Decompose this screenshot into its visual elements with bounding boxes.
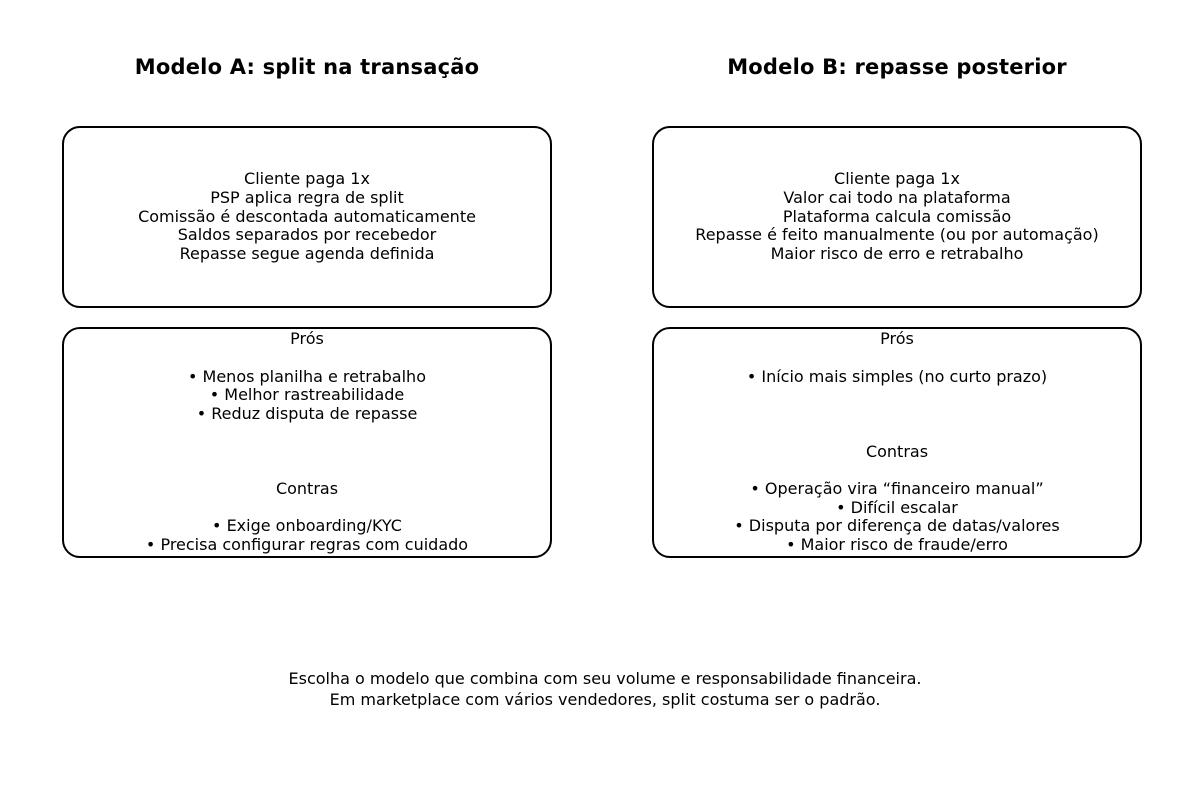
model-a-pros-list: • Menos planilha e retrabalho • Melhor r… bbox=[188, 366, 426, 424]
model-a-cons-heading: Contras bbox=[275, 478, 339, 498]
model-b-pros-heading: Prós bbox=[880, 329, 914, 349]
model-a-flow-text: Cliente paga 1x PSP aplica regra de spli… bbox=[138, 169, 476, 264]
model-a-cons-list: • Exige onboarding/KYC • Precisa configu… bbox=[145, 516, 469, 555]
model-b-pros-list: • Início mais simples (no curto prazo) bbox=[746, 366, 1048, 386]
model-b-flow-text: Cliente paga 1x Valor cai todo na plataf… bbox=[695, 169, 1099, 264]
blank-line-spacer bbox=[734, 405, 1059, 424]
model-a-title: Modelo A: split na transação bbox=[134, 55, 480, 79]
model-b-pros-cons-text: Prós • Início mais simples (no curto pra… bbox=[734, 312, 1059, 574]
model-a-pros-heading: Prós bbox=[290, 329, 324, 349]
model-a-pros-cons-box: Prós • Menos planilha e retrabalho • Mel… bbox=[62, 327, 552, 558]
model-b-title: Modelo B: repasse posterior bbox=[727, 55, 1067, 79]
model-a-flow-box: Cliente paga 1x PSP aplica regra de spli… bbox=[62, 126, 552, 308]
model-b-pros-cons-box: Prós • Início mais simples (no curto pra… bbox=[652, 327, 1142, 558]
model-a-pros-cons-text: Prós • Menos planilha e retrabalho • Mel… bbox=[146, 312, 468, 574]
footer-note: Escolha o modelo que combina com seu vol… bbox=[288, 669, 922, 710]
model-b-cons-list: • Operação vira “financeiro manual” • Di… bbox=[734, 478, 1060, 555]
blank-line-spacer bbox=[146, 443, 468, 462]
model-b-cons-heading: Contras bbox=[865, 441, 929, 461]
model-b-flow-box: Cliente paga 1x Valor cai todo na plataf… bbox=[652, 126, 1142, 308]
